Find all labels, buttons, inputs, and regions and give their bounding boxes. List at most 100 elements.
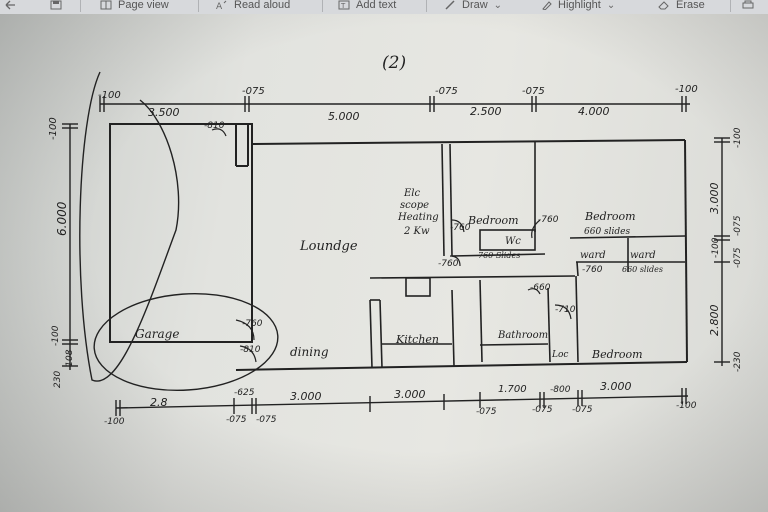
bottom-small-6: -075 [572, 405, 593, 415]
left-dim-1: -100 [48, 117, 59, 140]
highlight-button[interactable]: Highlight ⌄ [540, 0, 615, 13]
door-label: -810 [204, 121, 225, 131]
eraser-icon [658, 1, 669, 10]
print-icon [742, 0, 754, 9]
highlight-icon [542, 1, 552, 10]
left-dim-4: -108 [65, 349, 75, 370]
page-view-icon [100, 0, 112, 10]
add-text-button[interactable]: T Add text [338, 0, 396, 13]
note-slides-1: 660 slides [584, 227, 631, 237]
door-label: -760 [538, 215, 559, 225]
note-elec-3: Heating [397, 212, 439, 223]
top-dim-1: -100 [98, 90, 121, 101]
highlight-label: Highlight [558, 0, 601, 11]
undo-icon [5, 0, 15, 10]
bottom-small-3: -075 [256, 415, 277, 425]
svg-text:T: T [340, 2, 346, 10]
add-text-label: Add text [356, 0, 397, 11]
door-label: -760 [438, 259, 459, 269]
chevron-down-icon[interactable]: ⌄ [606, 0, 616, 11]
read-aloud-label: Read aloud [234, 0, 291, 11]
room-label-bedroom-2: Bedroom [584, 210, 636, 223]
bottom-small-2: -075 [226, 415, 247, 425]
draw-button[interactable]: Draw ⌄ [444, 0, 502, 13]
bottom-small-5: -075 [532, 405, 553, 415]
bottom-small-4: -075 [476, 407, 497, 417]
left-dim-2: 6.000 [55, 201, 69, 236]
left-dim-3: -100 [51, 325, 61, 346]
door-swings [211, 128, 572, 363]
read-aloud-icon: A [216, 0, 227, 10]
door-label: -760 [242, 319, 263, 329]
note-elec-4: 2 Kw [403, 226, 430, 237]
bottom-dim-3: 3.000 [290, 390, 322, 403]
right-dimension-line [714, 137, 730, 366]
note-elec-2: scope [400, 200, 429, 211]
right-dim-6: 2.800 [708, 305, 721, 337]
toolbar-separator [322, 0, 323, 12]
door-label: -810 [240, 345, 261, 355]
draw-icon [445, 0, 455, 10]
page-view-label: Page view [118, 0, 169, 11]
right-dim-3: -075 [733, 215, 743, 236]
bottom-dimension-line [115, 388, 689, 416]
top-dim-6: 2.500 [470, 105, 502, 118]
read-aloud-button[interactable]: A Read aloud [216, 0, 290, 13]
room-label-kitchen: Kitchen [395, 333, 439, 346]
right-dim-2: 3.000 [708, 183, 721, 215]
room-label-bathroom: Bathroom [497, 330, 548, 341]
bottom-dim-6: -800 [550, 385, 571, 395]
door-label: -760 [450, 223, 471, 233]
room-label-lounge: Loundge [299, 239, 358, 254]
room-label-wardrobe-2: ward [630, 250, 656, 261]
chevron-down-icon[interactable]: ⌄ [493, 0, 503, 11]
right-dim-7: -230 [733, 351, 743, 372]
left-dimension-line [62, 123, 78, 370]
scanned-page [0, 14, 768, 512]
toolbar-separator [80, 0, 81, 12]
garage-annotation-loop [79, 71, 279, 392]
erase-label: Erase [676, 0, 705, 11]
room-label-wc: Wc [505, 236, 521, 247]
room-label-bedroom-1: Bedroom [467, 214, 519, 227]
undo-button[interactable] [4, 0, 16, 13]
door-label: -660 [530, 283, 551, 293]
top-dim-4: 5.000 [328, 110, 360, 123]
room-label-dining: dining [290, 345, 329, 359]
door-label: -760 [582, 265, 603, 275]
room-label-loc: Loc [551, 350, 568, 360]
toolbar-separator [198, 0, 199, 12]
note-slides-2: 760 Slides [478, 251, 520, 260]
note-elec-1: Elc [403, 188, 420, 199]
bottom-dim-7: 3.000 [600, 380, 632, 393]
room-label-bedroom-3: Bedroom [591, 348, 643, 361]
outer-walls [109, 123, 688, 371]
top-dim-2: 3.500 [148, 106, 180, 119]
top-dimension-line [99, 96, 690, 112]
interior-walls [369, 142, 686, 369]
bottom-dim-2: -625 [234, 388, 255, 398]
save-icon [50, 0, 62, 10]
top-dim-5: -075 [435, 86, 458, 97]
top-dim-7: -075 [522, 86, 545, 97]
right-dim-4: -100 [711, 237, 721, 258]
bottom-dim-4: 3.000 [394, 388, 426, 401]
bottom-small-1: -100 [104, 417, 125, 427]
page-view-button[interactable]: Page view [100, 0, 169, 13]
erase-button[interactable]: Erase [658, 0, 705, 13]
room-label-wardrobe-1: ward [580, 250, 606, 261]
bottom-dim-5: 1.700 [498, 384, 527, 395]
draw-label: Draw [462, 0, 488, 11]
top-dim-3: -075 [242, 86, 265, 97]
room-label-garage: Garage [135, 327, 179, 341]
top-dim-9: -100 [675, 84, 698, 95]
page-number: (2) [382, 53, 406, 73]
top-dim-8: 4.000 [578, 105, 610, 118]
bottom-dim-1: 2.8 [150, 396, 168, 409]
bottom-small-7: -100 [676, 401, 697, 411]
pdf-toolbar: Page view A Read aloud T Add text Draw ⌄… [0, 0, 768, 15]
right-dim-5: -075 [733, 247, 743, 268]
print-button[interactable] [742, 0, 754, 13]
save-button[interactable] [50, 0, 62, 13]
